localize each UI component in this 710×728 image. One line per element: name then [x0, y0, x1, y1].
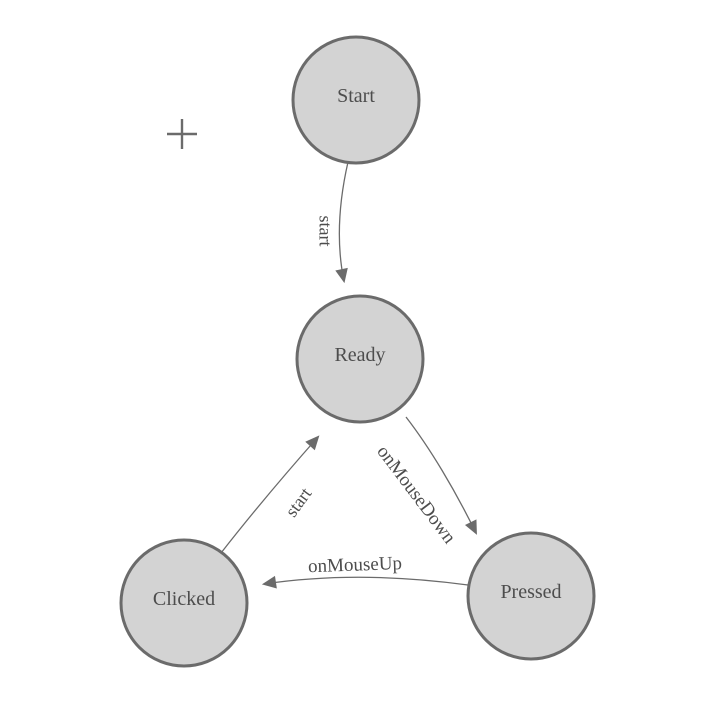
- state-circle-clicked: [119, 538, 249, 668]
- state-circle-pressed: [466, 531, 596, 661]
- state-node-pressed[interactable]: Pressed: [466, 531, 596, 661]
- state-label-ready: Ready: [334, 344, 385, 366]
- crosshair-cursor: [167, 119, 197, 149]
- state-circle-ready: [295, 294, 425, 424]
- transition-edges: [220, 161, 477, 589]
- transition-edge-start-to-ready[interactable]: [335, 161, 349, 284]
- transition-edge-ready-to-pressed[interactable]: [405, 416, 477, 535]
- state-node-ready[interactable]: Ready: [295, 294, 425, 424]
- edge-label-ready-to-pressed: onMouseDown: [372, 442, 460, 549]
- transition-edge-pressed-to-clicked[interactable]: [261, 575, 469, 589]
- state-label-start: Start: [337, 85, 375, 107]
- state-node-clicked[interactable]: Clicked: [119, 538, 249, 668]
- state-node-start[interactable]: Start: [291, 35, 421, 165]
- edge-label-pressed-to-clicked: onMouseUp: [308, 553, 403, 577]
- state-label-pressed: Pressed: [500, 581, 561, 603]
- state-circle-start: [291, 35, 421, 165]
- transition-edge-clicked-to-ready[interactable]: [220, 435, 320, 554]
- edge-label-clicked-to-ready: start: [281, 484, 315, 521]
- state-label-clicked: Clicked: [153, 588, 215, 610]
- edge-label-start-to-ready: start: [316, 216, 336, 247]
